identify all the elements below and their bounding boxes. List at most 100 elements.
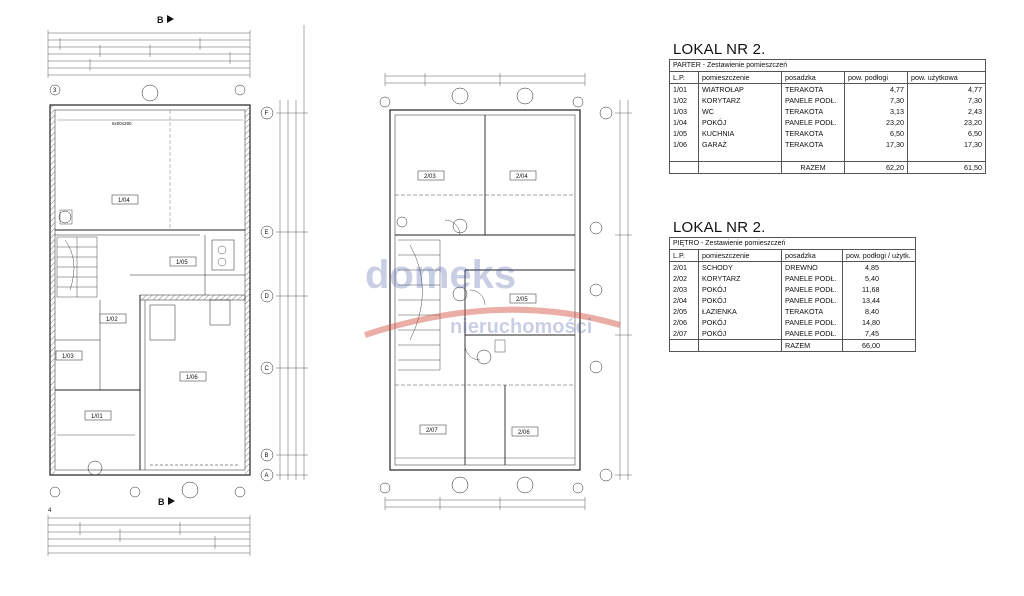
table-row: 2/02 KORYTARZ PANELE PODŁ. 5,40 — [669, 273, 916, 284]
cell-finish: PANELE PODŁ. — [781, 328, 843, 340]
table-row: 2/06 POKÓJ PANELE PODŁ. 14,80 — [669, 317, 916, 328]
axis-label-c: C — [265, 366, 270, 372]
table-row: 1/01 WIATROŁAP TERAKOTA 4,77 4,77 — [669, 83, 986, 95]
cell-room: POKÓJ — [698, 317, 782, 328]
ground-axis-bubbles — [49, 84, 274, 498]
first-schedule-caption: PIĘTRO - Zestawienie pomieszczeń — [669, 237, 916, 250]
cell-finish: PANELE PODŁ. — [781, 284, 843, 295]
cell-usable-area: 23,20 — [907, 117, 986, 128]
cell-usable-area: 2,43 — [907, 106, 986, 117]
header-lp: L.P. — [669, 71, 699, 84]
cell-finish: PANELE PODŁ. — [781, 95, 845, 106]
cell-room: POKÓJ — [698, 328, 782, 340]
cell-lp: 1/03 — [669, 106, 699, 117]
cell-finish: PANELE PODŁ. — [781, 117, 845, 128]
section-marker-bottom: B — [158, 497, 175, 507]
cell-lp: 1/05 — [669, 128, 699, 139]
cell-room: KORYTARZ — [698, 273, 782, 284]
ground-schedule-caption: PARTER - Zestawienie pomieszczeń — [669, 59, 986, 72]
cell-floor-area: 7,30 — [844, 95, 908, 106]
header-area: pow. podłogi / użytk. — [842, 249, 916, 262]
room-label-2-04: 2/04 — [516, 174, 528, 180]
first-schedule-title: LOKAL NR 2. — [673, 219, 766, 236]
axis-label-d: D — [265, 294, 270, 300]
cell-lp: 2/02 — [669, 273, 699, 284]
cell-area: 5,40 — [842, 273, 916, 284]
ground-stairs — [56, 236, 98, 298]
cell-room: WIATROŁAP — [698, 83, 782, 95]
first-room-labels: 2/03 2/04 2/05 2/07 2/06 — [417, 170, 539, 437]
cell-finish: TERAKOTA — [781, 139, 845, 150]
ground-schedule-table: PARTER - Zestawienie pomieszczeń L.P. po… — [669, 59, 986, 174]
cell-usable-area: 7,30 — [907, 95, 986, 106]
cell-room: GARAŻ — [698, 139, 782, 150]
cell-room: WC — [698, 106, 782, 117]
axis-label-a: A — [265, 473, 269, 479]
room-label-1-01: 1/01 — [91, 414, 103, 420]
axis-label-4: 4 — [48, 508, 52, 514]
cell-room: ŁAZIENKA — [698, 306, 782, 317]
table-row: 2/04 POKÓJ PANELE PODŁ. 13,44 — [669, 295, 916, 306]
watermark-sub: nieruchomości — [450, 316, 592, 338]
header-lp: L.P. — [669, 249, 699, 262]
header-room: pomieszczenie — [698, 71, 782, 84]
first-top-dimensions — [384, 73, 586, 86]
cell-floor-area: 17,30 — [844, 139, 908, 150]
total-label: RAZEM — [781, 339, 843, 352]
cell-lp: 2/05 — [669, 306, 699, 317]
cell-room: POKÓJ — [698, 295, 782, 306]
cell-room: KUCHNIA — [698, 128, 782, 139]
room-label-2-05: 2/05 — [516, 297, 528, 303]
cell-usable-area: 4,77 — [907, 83, 986, 95]
cell-lp: 2/04 — [669, 295, 699, 306]
header-floor-finish: posadzka — [781, 249, 843, 262]
room-label-1-05: 1/05 — [176, 260, 188, 266]
total-floor-area: 62,20 — [844, 161, 908, 174]
cell-finish: PANELE PODŁ. — [781, 317, 843, 328]
watermark: domeks nieruchomości — [364, 253, 621, 338]
cell-floor-area: 4,77 — [844, 83, 908, 95]
cell-area: 11,68 — [842, 284, 916, 295]
total-area: 66,00 — [842, 339, 916, 352]
header-floor-area: pow. podłogi — [844, 71, 908, 84]
cell-area: 4,85 — [842, 261, 916, 273]
ground-bottom-dimensions — [47, 515, 251, 556]
axis-label-b: B — [265, 453, 269, 459]
svg-text:B: B — [157, 15, 164, 25]
watermark-main: domeks — [365, 253, 516, 297]
svg-text:B: B — [158, 497, 165, 507]
total-row: RAZEM 66,00 — [669, 339, 916, 352]
header-room: pomieszczenie — [698, 249, 782, 262]
first-schedule-table: PIĘTRO - Zestawienie pomieszczeń L.P. po… — [669, 237, 916, 352]
room-label-1-06: 1/06 — [186, 375, 198, 381]
first-stairs — [398, 239, 441, 371]
table-row: 1/05 KUCHNIA TERAKOTA 6,50 6,50 — [669, 128, 986, 139]
first-right-dimensions — [615, 100, 632, 480]
cell-finish: TERAKOTA — [781, 128, 845, 139]
table-row: 1/03 WC TERAKOTA 3,13 2,43 — [669, 106, 986, 117]
total-label: RAZEM — [781, 161, 845, 174]
cell-lp: 1/01 — [669, 83, 699, 95]
cell-floor-area: 23,20 — [844, 117, 908, 128]
cell-finish: DREWNO — [781, 261, 843, 273]
axis-label-3: 3 — [53, 88, 57, 94]
cell-room: POKÓJ — [698, 284, 782, 295]
total-row: RAZEM 62,20 61,50 — [669, 161, 986, 174]
cell-floor-area: 3,13 — [844, 106, 908, 117]
cell-lp: 2/07 — [669, 328, 699, 340]
cell-lp: 2/01 — [669, 261, 699, 273]
ground-room-labels: 1/04 1/05 1/02 1/03 1/06 1/01 6x00x280 — [55, 121, 207, 421]
floor-plans-drawing: 1/04 1/05 1/02 1/03 1/06 1/01 6x00x280 B… — [47, 15, 632, 556]
cell-lp: 1/06 — [669, 139, 699, 150]
cell-area: 13,44 — [842, 295, 916, 306]
cell-floor-area: 6,50 — [844, 128, 908, 139]
table-row: 1/02 KORYTARZ PANELE PODŁ. 7,30 7,30 — [669, 95, 986, 106]
room-label-1-04: 1/04 — [118, 198, 130, 204]
cell-room: KORYTARZ — [698, 95, 782, 106]
ground-right-dimensions — [276, 25, 308, 480]
cell-finish: PANELE PODŁ. — [781, 295, 843, 306]
first-axis-bubbles — [379, 96, 613, 494]
room-label-1-02: 1/02 — [106, 317, 118, 323]
cell-area: 8,40 — [842, 306, 916, 317]
header-usable-area: pow. użytkowa — [907, 71, 986, 84]
